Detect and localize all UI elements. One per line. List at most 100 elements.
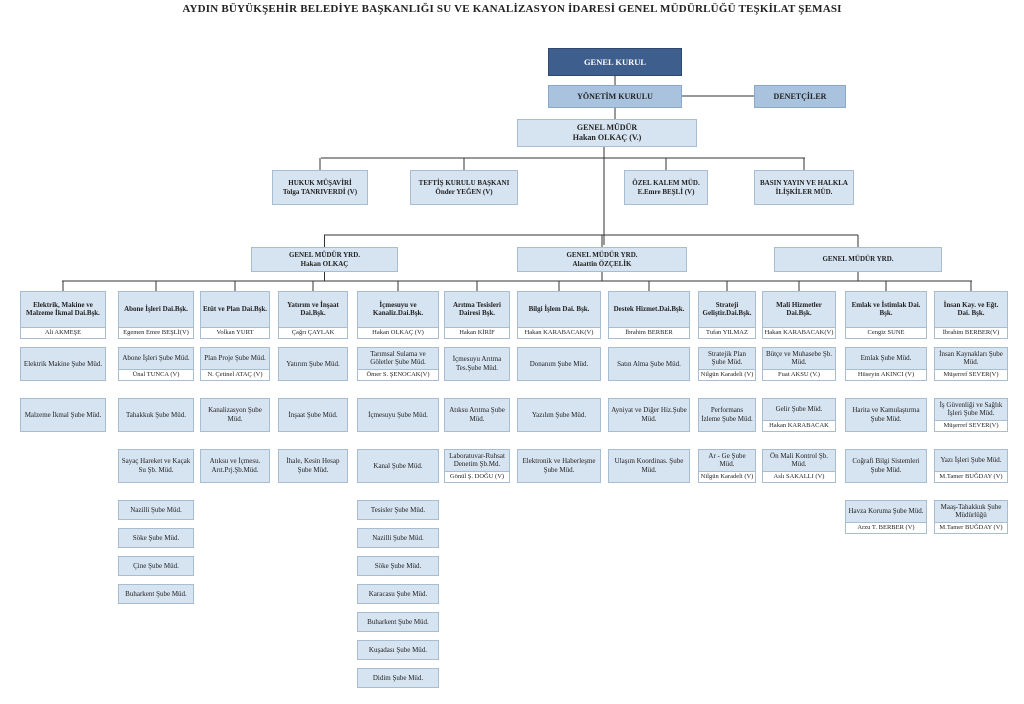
box-unit-4-3: Tesisler Şube Müd.: [357, 500, 439, 520]
box-unit-8-0-title: Stratejik Plan Şube Müd.: [708, 349, 746, 367]
box-unit-7-2-title: Ulaşım Koordinas. Şube Müd.: [614, 457, 684, 474]
box-advisor-3: BASIN YAYIN VE HALKLA İLİŞKİLER MÜD.: [754, 170, 854, 205]
box-unit-6-1-title: Yazılım Şube Müd.: [531, 410, 587, 419]
box-unit-8-1-title: Performans İzleme Şube Müd.: [701, 406, 753, 423]
box-unit-1-5-title: Çine Şube Müd.: [133, 561, 179, 570]
box-unit-4-2: Kanal Şube Müd.: [357, 449, 439, 483]
box-unit-9-1-person: Hakan KARABACAK: [763, 419, 835, 431]
box-department-10-person: Cengiz SUNE: [846, 326, 926, 338]
box-unit-2-1-title: Kanalizasyon Şube Müd.: [208, 406, 262, 423]
box-unit-10-0-title: Emlak Şube Müd.: [860, 354, 912, 363]
box-unit-10-3-title: Havza Koruma Şube Müd.: [848, 507, 924, 516]
box-department-0-person: Ali AKMEŞE: [21, 326, 105, 338]
box-department-4: İçmesuyu ve Kanaliz.Dai.Bşk. Hakan OLKAÇ …: [357, 291, 439, 339]
box-unit-11-0-person: Müşerref SEVER(V): [935, 368, 1007, 380]
box-unit-11-0: İnsan Kaynakları Şube Müd.Müşerref SEVER…: [934, 347, 1008, 381]
box-department-10: Emlak ve İstimlak Dai. Bşk.Cengiz SUNE: [845, 291, 927, 339]
box-unit-1-0-title: Abone İşleri Şube Müd.: [122, 354, 190, 363]
box-department-3-person: Çağrı ÇAYLAK: [279, 326, 347, 338]
box-advisor-1-person: Önder YEĞEN (V): [435, 187, 493, 196]
box-department-2-title: Etüt ve Plan Dai.Bşk.: [203, 305, 267, 314]
box-unit-11-2-title: Yazı İşleri Şube Müd.: [940, 456, 1002, 465]
box-unit-9-0: Bütçe ve Muhasebe Şb. Müd.Fuat AKSU (V.): [762, 347, 836, 381]
box-unit-8-1: Performans İzleme Şube Müd.: [698, 398, 756, 432]
box-unit-1-3-title: Nazilli Şube Müd.: [130, 505, 182, 514]
box-unit-0-1-title: Malzeme İkmal Şube Müd.: [24, 410, 102, 419]
box-unit-3-2: İhale, Kesin Hesap Şube Müd.: [278, 449, 348, 483]
box-unit-4-8-title: Kuşadası Şube Müd.: [368, 645, 428, 654]
box-unit-5-2-title: Laboratuvar-Ruhsat Denetim Şb.Md.: [449, 451, 505, 469]
box-unit-1-4-title: Söke Şube Müd.: [132, 533, 180, 542]
box-unit-4-4-title: Nazilli Şube Müd.: [372, 533, 424, 542]
box-unit-1-1-title: Tahakkuk Şube Müd.: [126, 410, 186, 419]
box-department-4-person: Hakan OLKAÇ (V): [358, 326, 438, 338]
box-department-4-title: İçmesuyu ve Kanaliz.Dai.Bşk.: [372, 300, 424, 318]
box-unit-4-9-title: Didim Şube Müd.: [372, 673, 424, 682]
box-unit-2-2: Atıksu ve İçmesu. Arıt.Prj.Şb.Müd.: [200, 449, 270, 483]
box-advisor-2-person: E.Emre BEŞLİ (V): [637, 187, 695, 196]
box-unit-10-1-title: Harita ve Kamulaştırma Şube Müd.: [852, 406, 920, 423]
box-department-1-person: Egemen Emre BEŞLİ(V): [119, 326, 193, 338]
box-unit-11-2: Yazı İşleri Şube Müd.M.Tamer BUĞDAY (V): [934, 449, 1008, 483]
box-unit-7-1-title: Ayniyat ve Diğer Hiz.Şube Müd.: [611, 406, 687, 423]
box-unit-3-0-title: Yatırım Şube Müd.: [286, 359, 340, 368]
box-unit-2-0: Plan Proje Şube Müd.N. Çetinel ATAÇ (V): [200, 347, 270, 381]
box-unit-0-0: Elektrik Makine Şube Müd.: [20, 347, 106, 381]
box-department-3-title: Yatırım ve İnşaat Dai.Bşk.: [287, 300, 339, 318]
box-unit-9-2-person: Aslı SAKALLI (V): [763, 470, 835, 482]
box-department-8-person: Tufan YILMAZ: [699, 326, 755, 338]
box-unit-7-1: Ayniyat ve Diğer Hiz.Şube Müd.: [608, 398, 690, 432]
box-unit-10-1: Harita ve Kamulaştırma Şube Müd.: [845, 398, 927, 432]
box-unit-4-5-title: Söke Şube Müd.: [374, 561, 422, 570]
box-unit-11-1-title: İş Güvenliği ve Sağlık İşleri Şube Müd.: [939, 400, 1003, 418]
box-deputy-2-title: GENEL MÜDÜR YRD.: [822, 255, 894, 264]
box-unit-3-1-title: İnşaat Şube Müd.: [288, 410, 338, 419]
box-department-8: Strateji Geliştir.Dai.Bşk. Tufan YILMAZ: [698, 291, 756, 339]
box-denetciler: DENETÇİLER: [754, 85, 846, 108]
box-unit-5-1: Atıksu Arıtma Şube Müd.: [444, 398, 510, 432]
box-unit-4-1: İçmesuyu Şube Müd.: [357, 398, 439, 432]
box-advisor-1-title: TEFTİŞ KURULU BAŞKANI: [418, 178, 510, 187]
box-unit-0-0-title: Elektrik Makine Şube Müd.: [23, 359, 103, 368]
box-unit-4-9: Didim Şube Müd.: [357, 668, 439, 688]
box-unit-9-1-title: Gelir Şube Müd.: [775, 405, 823, 414]
box-department-0-title: Elektrik, Makine ve Malzeme İkmal Dai.Bş…: [26, 300, 100, 318]
box-unit-1-6-title: Buharkent Şube Müd.: [125, 589, 187, 598]
box-department-7-title: Destek Hizmet.Dai.Bşk.: [613, 305, 685, 314]
box-unit-9-0-person: Fuat AKSU (V.): [763, 368, 835, 380]
box-unit-11-0-title: İnsan Kaynakları Şube Müd.: [939, 349, 1003, 367]
box-deputy-2: GENEL MÜDÜR YRD.: [774, 247, 942, 272]
box-unit-10-0-person: Hüseyin AKINCI (V): [846, 368, 926, 380]
box-unit-9-0-title: Bütçe ve Muhasebe Şb. Müd.: [765, 349, 833, 367]
box-unit-10-2: Coğrafi Bilgi Sistemleri Şube Müd.: [845, 449, 927, 483]
box-unit-5-0: İçmesuyu Arıtma Tes.Şube Müd.: [444, 347, 510, 381]
box-unit-10-0: Emlak Şube Müd. Hüseyin AKINCI (V): [845, 347, 927, 381]
chart-title: AYDIN BÜYÜKŞEHİR BELEDİYE BAŞKANLIĞI SU …: [182, 3, 842, 15]
box-unit-1-2: Sayaç Hareket ve Kaçak Su Şb. Müd.: [118, 449, 194, 483]
box-unit-11-1: İş Güvenliği ve Sağlık İşleri Şube Müd.M…: [934, 398, 1008, 432]
box-unit-8-2-title: Ar - Ge Şube Müd.: [708, 451, 746, 469]
box-unit-10-3-person: Arzu T. BERBER (V): [846, 521, 926, 533]
box-unit-4-6: Karacasu Şube Müd.: [357, 584, 439, 604]
box-department-6-title: Bilgi İşlem Dai. Bşk.: [528, 305, 590, 314]
box-unit-11-1-person: Müşerref SEVER(V): [935, 419, 1007, 431]
box-department-9: Mali Hizmetler Dai.Bşk.Hakan KARABACAK(V…: [762, 291, 836, 339]
box-advisor-0-person: Tolga TANRIVERDİ (V): [282, 187, 358, 196]
box-unit-3-2-title: İhale, Kesin Hesap Şube Müd.: [286, 457, 340, 474]
box-unit-7-0: Satın Alma Şube Müd.: [608, 347, 690, 381]
box-department-2-person: Volkan YURT: [201, 326, 269, 338]
box-unit-3-0: Yatırım Şube Müd.: [278, 347, 348, 381]
box-unit-7-2: Ulaşım Koordinas. Şube Müd.: [608, 449, 690, 483]
box-unit-3-1: İnşaat Şube Müd.: [278, 398, 348, 432]
box-unit-6-1: Yazılım Şube Müd.: [517, 398, 601, 432]
box-unit-6-2: Elektronik ve Haberleşme Şube Müd.: [517, 449, 601, 483]
box-unit-4-1-title: İçmesuyu Şube Müd.: [368, 410, 428, 419]
box-unit-1-0-person: Ünal TUNCA (V): [119, 368, 193, 380]
box-department-5: Arıtma Tesisleri Dairesi Bşk.Hakan KİRİF: [444, 291, 510, 339]
box-unit-1-2-title: Sayaç Hareket ve Kaçak Su Şb. Müd.: [121, 457, 191, 474]
box-department-8-title: Strateji Geliştir.Dai.Bşk.: [702, 300, 752, 318]
box-department-1: Abone İşleri Dai.Bşk.Egemen Emre BEŞLİ(V…: [118, 291, 194, 339]
